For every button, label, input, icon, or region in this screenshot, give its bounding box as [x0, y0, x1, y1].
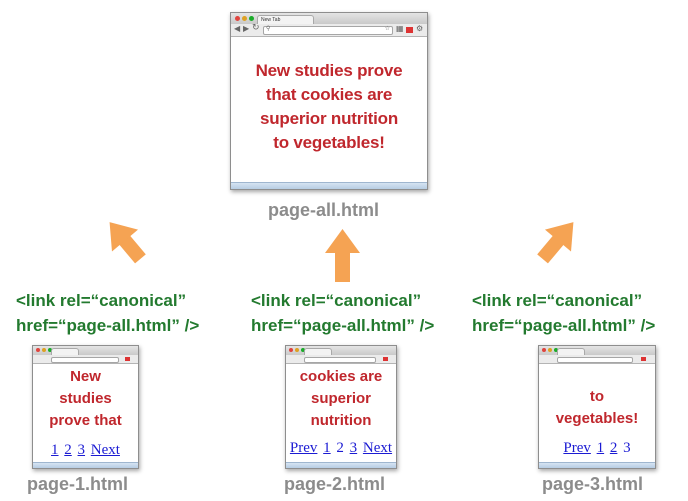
minimize-dot-icon[interactable] [295, 348, 299, 352]
pager-link-3[interactable]: 3 [349, 440, 358, 456]
search-icon: ⚲ [266, 25, 271, 32]
canonical-tag-3: <link rel=“canonical” href=“page-all.htm… [472, 288, 655, 338]
pager-link-2[interactable]: 2 [64, 442, 72, 458]
page-2-browser-window: cookies are superior nutrition Prev 1 2 … [285, 345, 397, 469]
address-bar[interactable] [51, 357, 119, 363]
main-browser-window: New Tab ◀ ▶ ↻ ⚲ ☆ ▦ ⚙ New studies prove … [230, 12, 428, 190]
caption-page-all: page-all.html [268, 200, 380, 220]
address-bar[interactable] [557, 357, 633, 363]
arrow-up-right-head [109, 222, 139, 252]
status-bar [33, 462, 138, 468]
page-icon[interactable]: ▦ [396, 24, 404, 33]
maximize-dot-icon[interactable] [48, 348, 52, 352]
browser-toolbar [33, 355, 138, 364]
caption-page-3: page-3.html [542, 474, 644, 494]
page-2-pager: Prev 1 2 3 Next [286, 440, 396, 457]
status-bar [539, 462, 655, 468]
address-bar[interactable] [304, 357, 376, 363]
star-icon[interactable]: ☆ [384, 25, 390, 32]
arrow-up-shaft [335, 252, 350, 282]
maximize-dot-icon[interactable] [301, 348, 305, 352]
extension-icon[interactable] [406, 27, 413, 33]
canonical-tag-2: <link rel=“canonical” href=“page-all.htm… [251, 288, 434, 338]
maximize-dot-icon[interactable] [554, 348, 558, 352]
address-bar[interactable]: ⚲ ☆ [263, 25, 393, 35]
arrow-up-left-shaft [537, 234, 565, 264]
pager-link-3[interactable]: 3 [77, 442, 86, 458]
browser-tab[interactable] [51, 348, 79, 356]
window-controls [289, 348, 305, 352]
page-2-text: cookies are superior nutrition [299, 368, 383, 429]
pager-link-2[interactable]: 2 [609, 440, 618, 456]
extension-icon[interactable] [383, 357, 388, 361]
browser-tab[interactable] [557, 348, 585, 356]
browser-tab[interactable] [304, 348, 332, 356]
maximize-dot-icon[interactable] [249, 16, 254, 21]
canonical-line-2: href=“page-all.html” /> [16, 316, 200, 335]
window-controls [36, 348, 52, 352]
pager-current-2: 2 [336, 440, 344, 456]
pager-link-1[interactable]: 1 [51, 442, 59, 458]
close-dot-icon[interactable] [289, 348, 293, 352]
window-controls [235, 16, 254, 21]
caption-page-1: page-1.html [27, 474, 129, 494]
arrow-up-left-icon [537, 222, 574, 264]
caption-page-2: page-2.html [284, 474, 386, 494]
page-3-browser-window: to vegetables! Prev 1 2 3 [538, 345, 656, 469]
minimize-dot-icon[interactable] [42, 348, 46, 352]
pager-next-link[interactable]: Next [90, 442, 120, 458]
pager-prev-link[interactable]: Prev [289, 440, 318, 456]
browser-toolbar: ◀ ▶ ↻ ⚲ ☆ ▦ ⚙ [231, 23, 427, 37]
pager-link-1[interactable]: 1 [323, 440, 331, 456]
arrow-up-right-shaft [118, 234, 146, 264]
close-dot-icon[interactable] [235, 16, 240, 21]
headline-text: New studies prove that cookies are super… [255, 61, 403, 152]
pager-current-3: 3 [623, 440, 631, 456]
window-controls [542, 348, 558, 352]
close-dot-icon[interactable] [542, 348, 546, 352]
canonical-line-1: <link rel=“canonical” [251, 291, 422, 310]
arrow-up-right-icon [109, 222, 146, 264]
extension-icon[interactable] [641, 357, 646, 361]
wrench-icon[interactable]: ⚙ [416, 24, 424, 33]
canonical-line-2: href=“page-all.html” /> [251, 316, 435, 335]
canonical-line-2: href=“page-all.html” /> [472, 316, 656, 335]
pager-prev-link[interactable]: Prev [563, 440, 591, 456]
close-dot-icon[interactable] [36, 348, 40, 352]
canonical-tag-1: <link rel=“canonical” href=“page-all.htm… [16, 288, 199, 338]
tab-title: New Tab [261, 17, 281, 23]
arrow-up-icon [325, 229, 360, 282]
back-icon[interactable]: ◀ [234, 24, 241, 33]
arrow-up-left-head [544, 222, 574, 252]
browser-toolbar [286, 355, 396, 364]
page-3-pager: Prev 1 2 3 [539, 440, 655, 457]
page-1-pager: 1 2 3 Next [33, 442, 138, 459]
page-3-text: to vegetables! [555, 388, 639, 427]
browser-tab[interactable]: New Tab [257, 15, 314, 25]
pager-link-1[interactable]: 1 [596, 440, 605, 456]
status-bar [286, 462, 396, 468]
status-bar [231, 182, 427, 189]
canonical-line-1: <link rel=“canonical” [16, 291, 187, 310]
forward-icon[interactable]: ▶ [243, 24, 250, 33]
canonical-line-1: <link rel=“canonical” [472, 291, 643, 310]
page-1-text: New studies prove that [49, 368, 122, 429]
reload-icon[interactable]: ↻ [252, 23, 260, 33]
browser-toolbar [539, 355, 655, 364]
minimize-dot-icon[interactable] [242, 16, 247, 21]
extension-icon[interactable] [125, 357, 130, 361]
page-1-browser-window: New studies prove that 1 2 3 Next [32, 345, 139, 469]
pager-next-link[interactable]: Next [362, 440, 393, 456]
minimize-dot-icon[interactable] [548, 348, 552, 352]
arrow-up-head [325, 229, 360, 253]
